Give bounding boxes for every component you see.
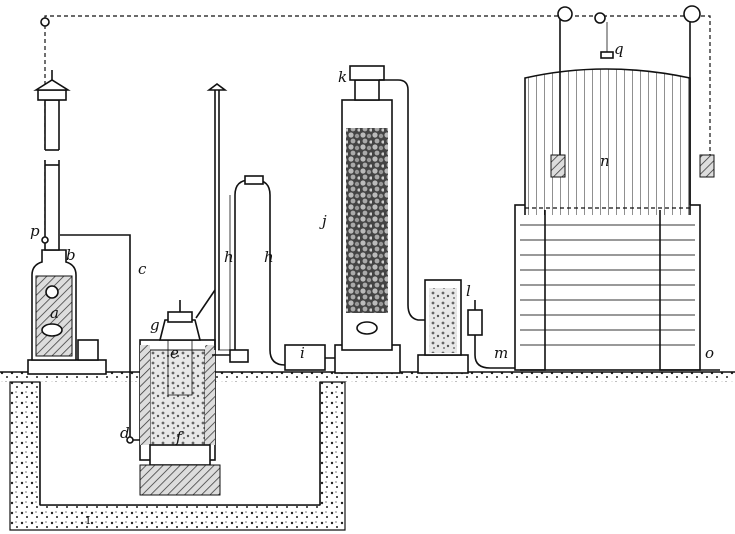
label-f: f <box>175 428 184 446</box>
label-k: k <box>338 68 347 86</box>
label-h-left: h <box>224 248 234 266</box>
label-n: n <box>600 152 610 170</box>
gasholder <box>514 5 720 371</box>
tank-water <box>520 224 695 346</box>
label-q: q <box>614 40 624 58</box>
label-h-right: h <box>264 248 274 266</box>
figure-number: I <box>86 514 90 527</box>
boiler <box>27 70 107 375</box>
generator <box>139 289 221 496</box>
label-j: j <box>319 212 327 230</box>
label-e: e <box>170 344 179 362</box>
label-i: i <box>300 344 305 362</box>
part-labels: a b c d e f g h h i j k l m n o p q I <box>30 40 714 527</box>
vent-rod <box>206 83 228 350</box>
label-p: p <box>30 222 40 240</box>
label-c: c <box>138 260 147 278</box>
seal-box <box>284 344 345 371</box>
label-a: a <box>50 304 59 322</box>
steam-pipe <box>60 234 140 444</box>
label-d: d <box>120 424 130 442</box>
label-o: o <box>705 344 714 362</box>
ground <box>0 371 735 531</box>
purifier <box>417 279 520 374</box>
label-m: m <box>494 344 508 362</box>
u-pipes <box>212 175 300 366</box>
label-l: l <box>466 282 471 300</box>
label-g: g <box>150 316 160 334</box>
scrubber-tower <box>334 65 430 374</box>
label-b: b <box>66 246 76 264</box>
